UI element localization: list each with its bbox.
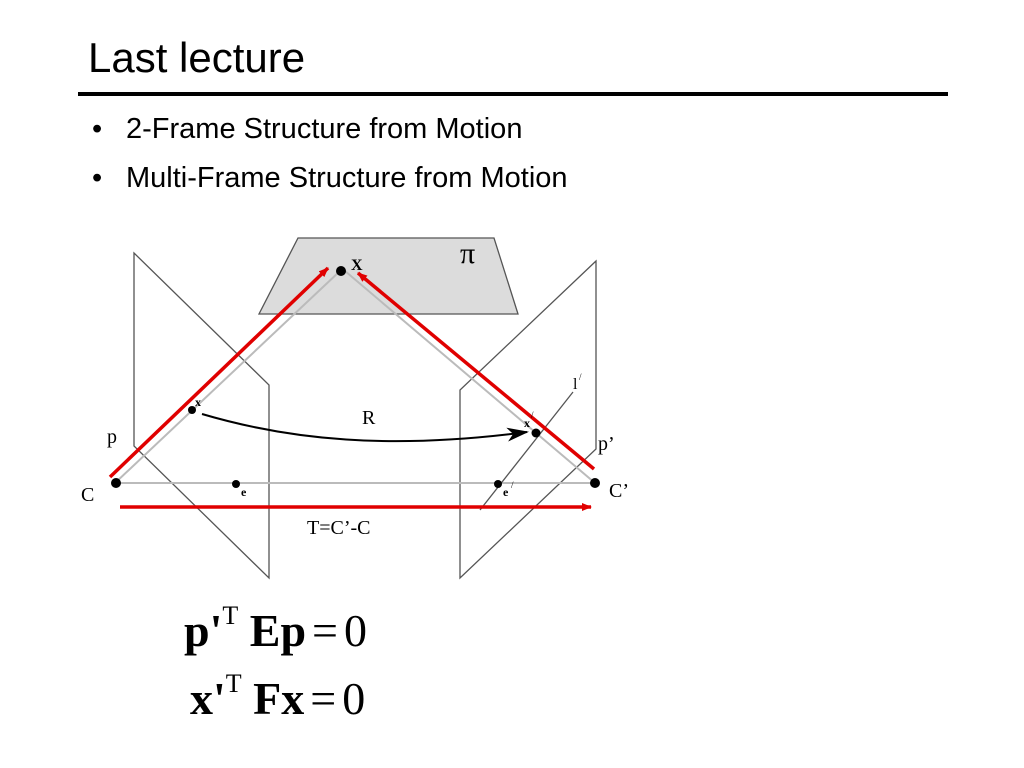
eq2-prime: ' [213,673,226,724]
bullet-icon: • [92,113,103,145]
bullet-list: • 2-Frame Structure from Motion • Multi-Fr… [92,112,568,210]
bullet-text: 2-Frame Structure from Motion [126,113,523,145]
eq2-vector-left: x [190,673,213,724]
right-point-label: x [524,416,530,430]
eq1-prime: ' [209,605,223,656]
eq2-transpose: T [225,669,242,698]
world-point-dot [336,266,346,276]
c-prime-label: C’ [609,480,629,502]
c-label: C [81,484,94,506]
left-epipole-label: e [241,485,247,499]
left-ray [114,270,341,484]
slide-title: Last lecture [88,34,306,81]
essential-matrix-equation: p'T Ep=0 [184,603,367,656]
right-camera-center-dot [590,478,600,488]
epipolar-line-prime-mark: / [579,372,582,382]
right-red-arrow [356,271,596,471]
eq2-equals: = [310,673,337,724]
left-image-point-dot [188,406,196,414]
bullet-item: • Multi-Frame Structure from Motion [92,161,568,195]
eq1-equals: = [312,605,338,656]
left-red-arrow [108,266,330,479]
eq2-vector-right: x [281,673,305,724]
right-image-plane [459,259,597,580]
bullet-text: Multi-Frame Structure from Motion [126,162,568,194]
epipolar-line [479,391,574,511]
eq1-rhs: 0 [344,605,367,656]
eq1-transpose: T [222,601,239,630]
left-point-label: x [195,395,201,409]
right-point-prime-mark: / [531,410,534,420]
right-epipole-dot [494,480,502,488]
left-image-plane [133,251,270,580]
right-epipole-label: e [503,485,509,499]
epipolar-line-label: l [573,376,578,393]
right-ray [344,270,596,484]
translation-label: T=C’-C [307,517,371,539]
fundamental-matrix-equation: x'T Fx=0 [190,671,366,724]
eq1-vector-left: p [184,605,210,656]
title-divider [78,92,948,96]
world-point-label: X [351,257,363,274]
plane-pi-label: π [460,237,475,270]
eq1-vector-right: p [280,605,307,656]
rotation-label: R [362,407,376,429]
left-camera-center-dot [111,478,121,488]
scene-plane [257,237,519,315]
left-epipole-dot [232,480,240,488]
p-prime-label: p’ [598,433,615,455]
p-label: p [107,426,117,448]
eq2-rhs: 0 [342,673,366,724]
bullet-item: • 2-Frame Structure from Motion [92,112,568,146]
eq1-matrix: E [249,605,281,656]
right-image-point-dot [531,428,541,438]
right-epipole-prime-mark: / [511,480,514,490]
rotation-arrow [201,413,529,443]
bullet-icon: • [92,162,103,194]
eq2-matrix: F [253,673,282,724]
